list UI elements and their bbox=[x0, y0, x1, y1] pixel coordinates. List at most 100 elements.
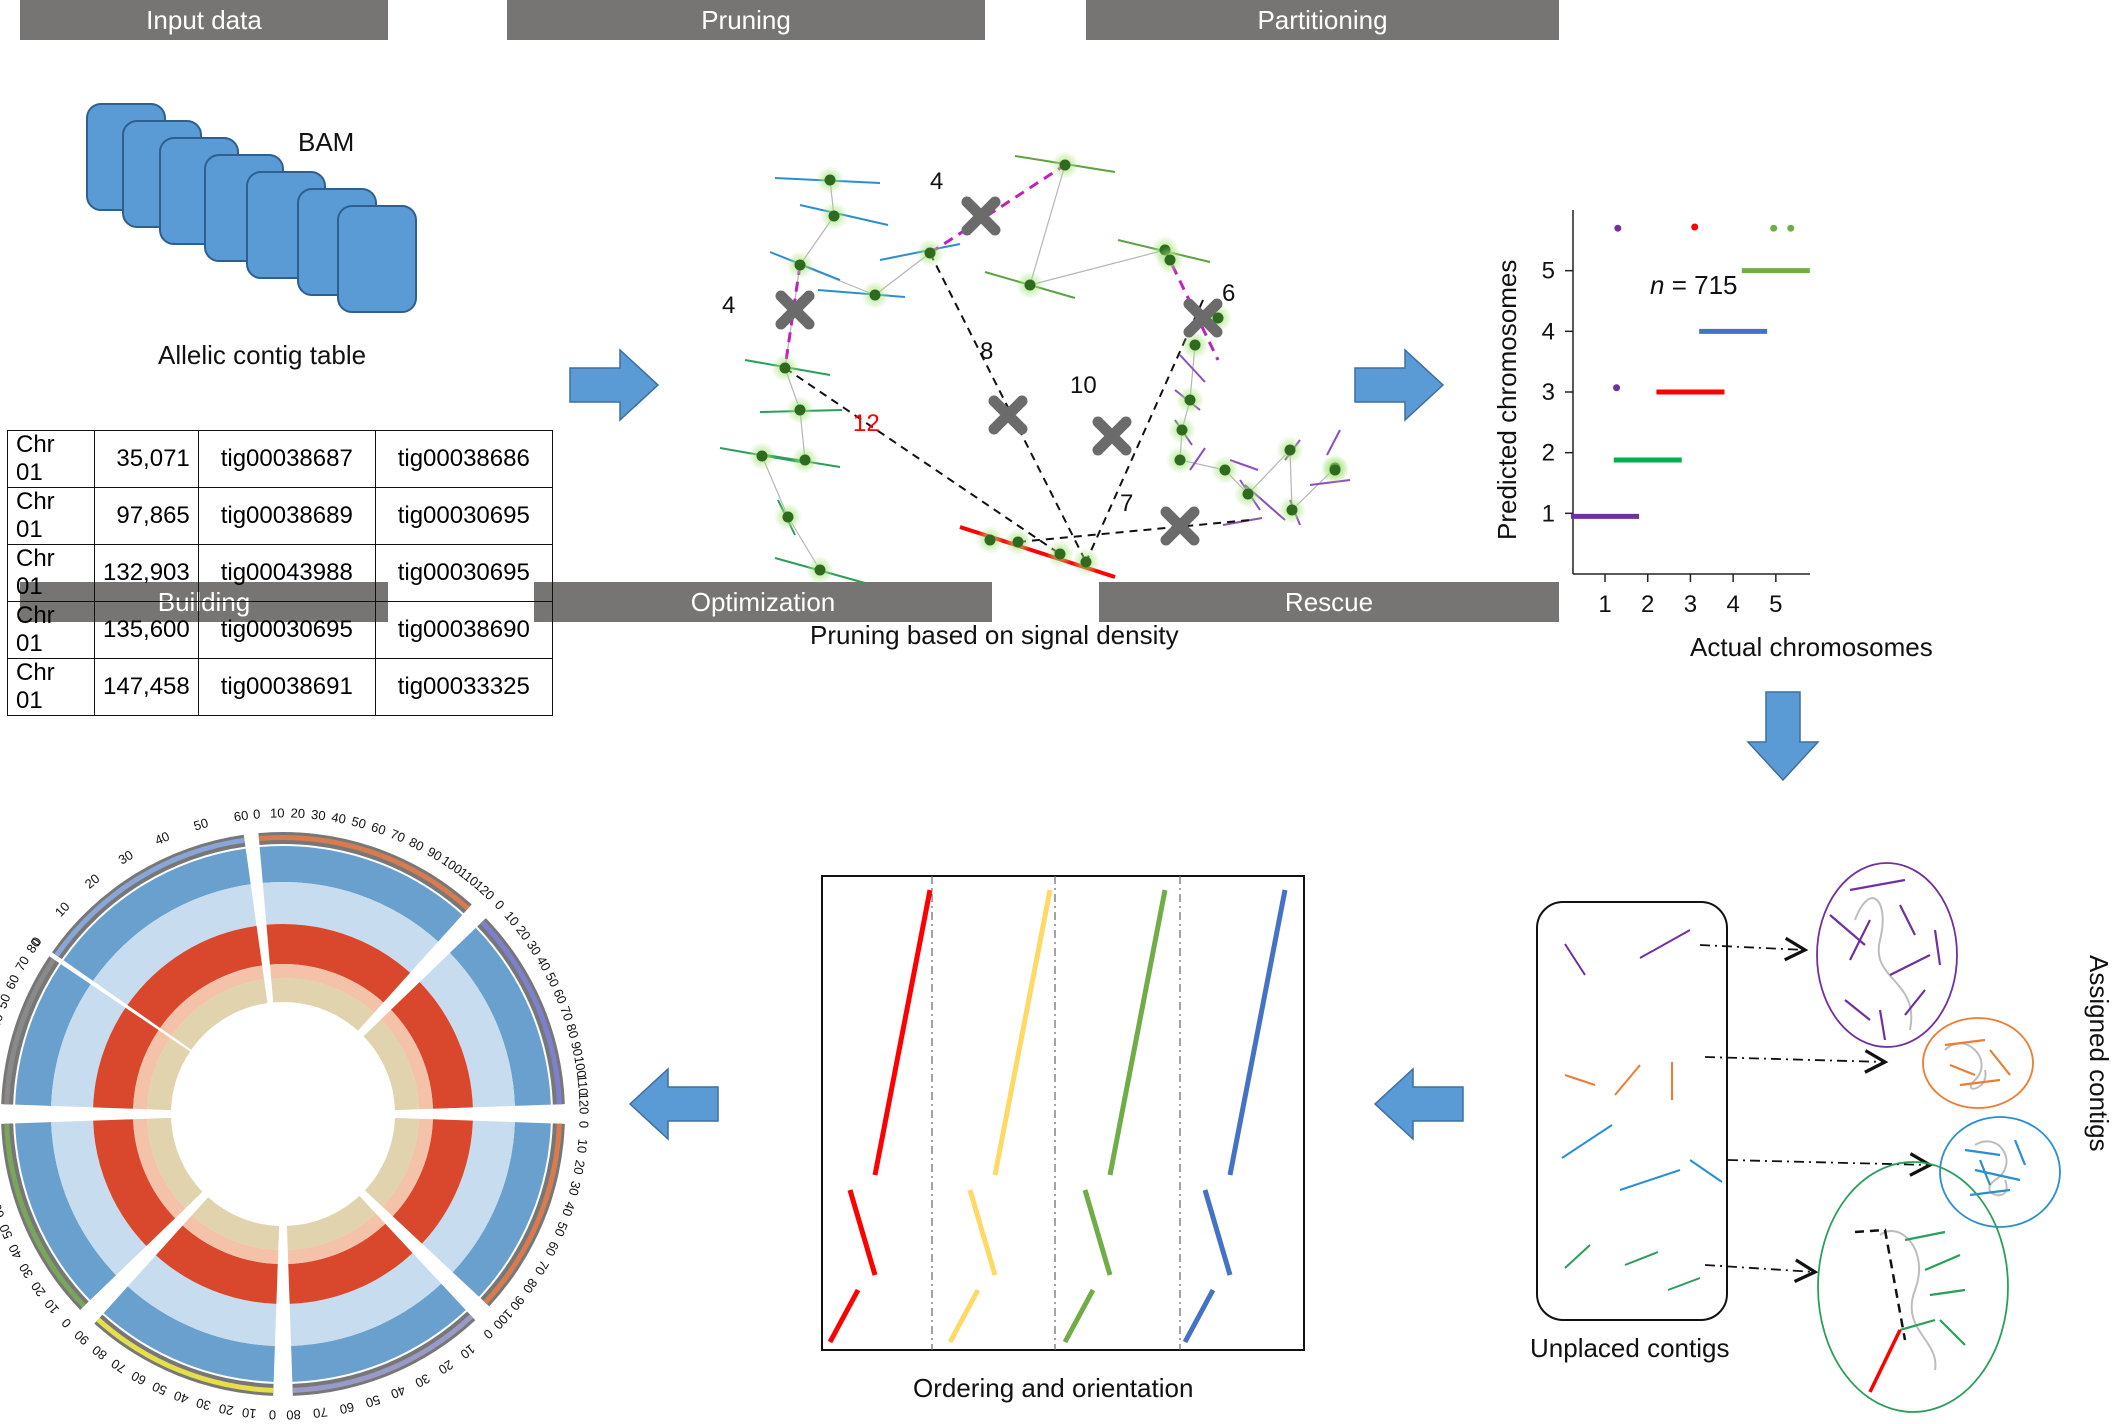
table-cell: Chr 01 bbox=[7, 658, 95, 716]
circos-tick-label: 10 bbox=[270, 805, 285, 820]
heatmap-track-light bbox=[380, 1009, 433, 1110]
pruning-caption: Pruning based on signal density bbox=[810, 620, 1179, 650]
header-optimization: Optimization bbox=[534, 582, 992, 622]
optimization-caption: Ordering and orientation bbox=[913, 1373, 1194, 1403]
contig-segment bbox=[1326, 429, 1341, 456]
circos-tick-label: 30 bbox=[16, 1261, 36, 1281]
x-axis-title: Actual chromosomes bbox=[1690, 632, 1933, 662]
circos-tick-label: 60 bbox=[129, 1368, 149, 1388]
table-cell: tig00038689 bbox=[197, 487, 376, 545]
arrow-right-2 bbox=[1354, 348, 1445, 422]
assigned-contig bbox=[1904, 1230, 1946, 1242]
unplaced-contigs-box bbox=[1536, 901, 1728, 1321]
contig-ordered bbox=[827, 1288, 861, 1344]
heatmap-track-light bbox=[382, 1118, 433, 1217]
table-row: Chr 01 147,458 tig00038691 tig00033325 bbox=[7, 658, 553, 716]
table-cell: tig00038691 bbox=[197, 658, 376, 716]
circos-tick-label: 110 bbox=[574, 1074, 591, 1096]
circos-tick-label: 50 bbox=[364, 1392, 382, 1411]
circos-tick-label: 60 bbox=[542, 1239, 562, 1259]
circos-tick-label: 120 bbox=[576, 1092, 592, 1114]
contig-node bbox=[1080, 556, 1092, 568]
unplaced-contig bbox=[1564, 1244, 1591, 1269]
circos-tick-label: 60 bbox=[369, 819, 387, 838]
contig-node bbox=[1219, 464, 1231, 476]
prune-x-icon bbox=[1092, 416, 1132, 456]
heatmap-track-light bbox=[133, 1118, 186, 1219]
header-input-data: Input data bbox=[20, 0, 388, 40]
variant-track bbox=[191, 1197, 280, 1250]
circos-tick-label: 20 bbox=[218, 1401, 235, 1418]
circos-tick-label: 60 bbox=[233, 807, 249, 824]
n-value: = 715 bbox=[1671, 270, 1738, 300]
prune-x-icon bbox=[1183, 298, 1223, 338]
table-cell: tig00038687 bbox=[197, 430, 376, 488]
circos-tick-label: 70 bbox=[532, 1258, 552, 1278]
table-cell: tig00038686 bbox=[374, 430, 553, 488]
circos-tick-label: 30 bbox=[413, 1371, 433, 1391]
table-cell: Chr 01 bbox=[7, 430, 95, 488]
circos-tick-label: 20 bbox=[82, 871, 103, 892]
contig-node bbox=[756, 450, 768, 462]
assigned-contig bbox=[1849, 878, 1906, 892]
x-tick-label: 3 bbox=[1684, 591, 1697, 618]
circos-tick-label: 10 bbox=[458, 1341, 479, 1362]
contig-node bbox=[828, 210, 840, 222]
circos-tick-label: 30 bbox=[524, 938, 544, 958]
table-cell: Chr 01 bbox=[7, 487, 95, 545]
outlier-point bbox=[1614, 224, 1622, 232]
unplaced-contig bbox=[1639, 929, 1691, 959]
unplaced-contig bbox=[1689, 1159, 1723, 1183]
heatmap-track-red bbox=[93, 1007, 159, 1109]
circos-tick-label: 20 bbox=[28, 1279, 49, 1299]
contig-node bbox=[1184, 394, 1196, 406]
circos-tick-label: 20 bbox=[290, 805, 305, 821]
rescued-contig bbox=[1868, 1329, 1902, 1393]
circos-tick-label: 100 bbox=[490, 1306, 516, 1332]
heatmap-track-red bbox=[93, 1119, 176, 1246]
heatmap-track-blue bbox=[51, 984, 126, 1108]
contig-node bbox=[779, 362, 791, 374]
circos-tick-label: 60 bbox=[338, 1399, 355, 1417]
edge-weight-label: 12 bbox=[853, 410, 880, 437]
edge-weight-label: 6 bbox=[1222, 280, 1236, 307]
assignment-arrow bbox=[1704, 1049, 1889, 1074]
variant-track bbox=[271, 978, 375, 1031]
circos-tick-label: 20 bbox=[571, 1159, 588, 1176]
circos-tick-label: 0 bbox=[576, 1121, 591, 1129]
assigned-contig bbox=[1889, 954, 1931, 976]
circos-tick-label: 80 bbox=[520, 1276, 541, 1296]
allelic-contig-table: Chr 01 35,071 tig00038687 tig00038686 Ch… bbox=[7, 430, 553, 716]
assigned-contig bbox=[1878, 1009, 1887, 1041]
circos-tick-label: 10 bbox=[574, 1138, 590, 1154]
outlier-point bbox=[1770, 224, 1778, 232]
circos-tick-label: 40 bbox=[153, 828, 172, 848]
table-cell: 35,071 bbox=[94, 430, 199, 488]
assigned-contig bbox=[1989, 1049, 2011, 1076]
circos-tick-label: 10 bbox=[41, 1296, 62, 1317]
contig-flipped bbox=[847, 1189, 878, 1276]
contig-node bbox=[1242, 488, 1254, 500]
circos-tick-label: 20 bbox=[513, 923, 534, 944]
header-rescue: Rescue bbox=[1099, 582, 1559, 622]
contig-node bbox=[824, 174, 836, 186]
y-tick-label: 1 bbox=[1542, 500, 1555, 527]
variant-track bbox=[171, 979, 268, 1050]
circos-tick-label: 60 bbox=[0, 1202, 7, 1221]
table-cell: tig00030695 bbox=[374, 487, 553, 545]
circos-tick-label: 40 bbox=[559, 1200, 578, 1218]
n-symbol: n bbox=[1650, 270, 1665, 300]
circos-tick-label: 30 bbox=[116, 847, 136, 867]
circos-tick-label: 70 bbox=[0, 1181, 1, 1199]
assigned-contig bbox=[1959, 1078, 2001, 1087]
circos-tick-label: 40 bbox=[330, 809, 347, 826]
circos-tick-label: 40 bbox=[172, 1388, 191, 1407]
heatmap-track-blue bbox=[421, 1120, 515, 1273]
edge-weight-label: 4 bbox=[930, 168, 944, 195]
circos-tick-label: 10 bbox=[241, 1405, 257, 1422]
density-track bbox=[452, 1122, 551, 1297]
density-track bbox=[259, 846, 463, 942]
assigned-contig bbox=[1899, 904, 1916, 936]
contig-node bbox=[794, 404, 806, 416]
prune-x-icon bbox=[1160, 506, 1200, 546]
